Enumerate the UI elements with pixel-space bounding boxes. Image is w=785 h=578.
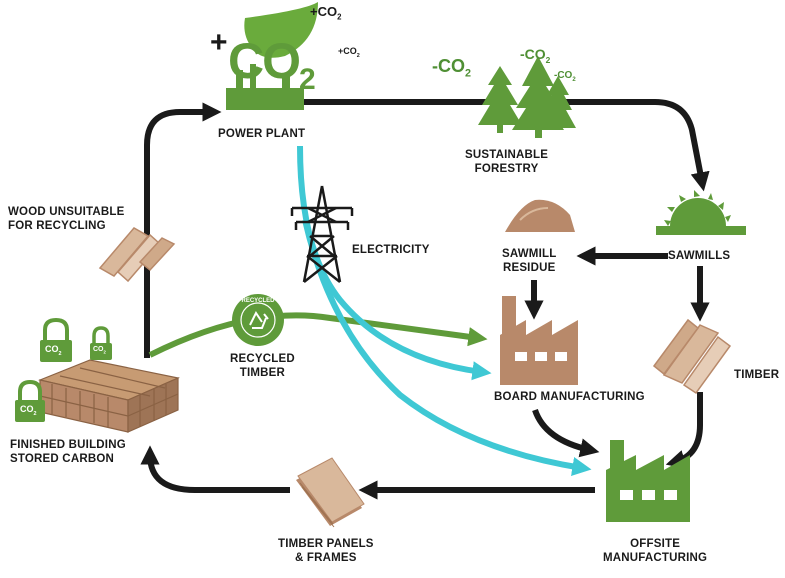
power-plant-co2-big: CO2 bbox=[228, 33, 316, 96]
padlock-3-label: CO2 bbox=[20, 404, 37, 417]
arrow-building-to-powerplant bbox=[144, 102, 222, 358]
timber-panels-label: TIMBER PANELS & FRAMES bbox=[278, 538, 374, 564]
timber-label: TIMBER bbox=[734, 369, 780, 381]
recycled-badge-text: RECYCLED bbox=[241, 298, 275, 304]
padlock-icon-3 bbox=[15, 379, 45, 422]
sawmills-label: SAWMILLS bbox=[668, 250, 731, 262]
arrow-board-to-offsite bbox=[532, 408, 600, 458]
forestry-label: SUSTAINABLE FORESTRY bbox=[465, 149, 549, 175]
pine-trees-icon bbox=[478, 56, 576, 138]
timber-planks-icon bbox=[652, 318, 732, 395]
sawmill-residue-label: SAWMILL RESIDUE bbox=[502, 248, 557, 274]
electricity-label: ELECTRICITY bbox=[352, 244, 430, 256]
panel-stack-icon bbox=[296, 457, 365, 528]
forestry-co2-c: -CO2 bbox=[554, 70, 576, 83]
arrow-recycled-timber bbox=[148, 312, 488, 358]
arrow-forestry-to-sawmills bbox=[540, 99, 710, 192]
arrow-electricity-to-offsite bbox=[302, 219, 592, 476]
sawdust-pile-icon bbox=[505, 199, 575, 232]
board-factory-icon bbox=[500, 296, 578, 385]
pylon-icon bbox=[290, 185, 354, 283]
padlock-icon-1 bbox=[40, 317, 72, 362]
power-plant-plus: + bbox=[210, 26, 228, 59]
forestry-co2-b: -CO2 bbox=[520, 46, 551, 65]
padlock-2-label: CO2 bbox=[93, 346, 106, 355]
recycle-icon bbox=[232, 294, 284, 346]
wood-unsuitable-label: WOOD UNSUITABLE FOR RECYCLING bbox=[8, 206, 125, 232]
power-plant-label: POWER PLANT bbox=[218, 128, 306, 140]
finished-building-label: FINISHED BUILDING STORED CARBON bbox=[10, 439, 126, 465]
recycled-timber-label: RECYCLED TIMBER bbox=[230, 353, 295, 379]
padlock-icon-2 bbox=[90, 326, 112, 360]
forestry-co2-a: -CO2 bbox=[432, 56, 472, 80]
waste-wood-icon bbox=[98, 227, 176, 283]
arrow-panels-to-building bbox=[140, 445, 290, 493]
power-plant-co2-a: +CO2 bbox=[310, 4, 342, 22]
offsite-factory-icon bbox=[606, 440, 690, 522]
arrow-electricity-to-board bbox=[297, 145, 492, 381]
offsite-manufacturing-label: OFFSITE MANUFACTURING bbox=[603, 538, 708, 564]
board-manufacturing-label: BOARD MANUFACTURING bbox=[494, 391, 645, 403]
timber-frame-building-icon bbox=[37, 359, 180, 433]
saw-blade-icon bbox=[656, 190, 746, 235]
padlock-1-label: CO2 bbox=[45, 344, 62, 357]
power-plant-icon bbox=[226, 2, 318, 110]
power-plant-co2-b: +CO2 bbox=[338, 46, 360, 59]
arrow-timber-to-offsite bbox=[665, 392, 703, 469]
